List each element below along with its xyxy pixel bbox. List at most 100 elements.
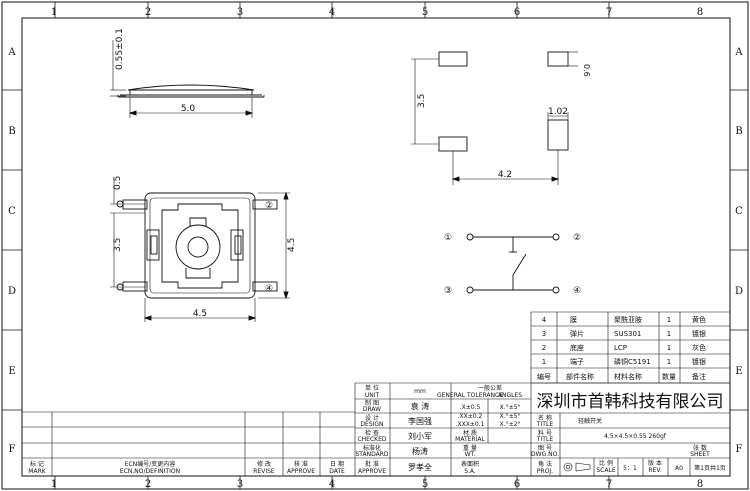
col-label: 4 (329, 7, 335, 18)
pin-4-label: ④ (573, 286, 581, 296)
revise-label-en: REVISE (253, 468, 275, 475)
col-label: 2 (145, 7, 151, 18)
approve-label: 批 准 (365, 460, 379, 468)
pin-1-label: ① (444, 233, 452, 243)
spec-label-en: TITLE (536, 436, 553, 443)
weight-label: 重 量 (463, 444, 477, 452)
approve-name: 罗孝全 (408, 462, 432, 472)
col-label: 6 (514, 479, 520, 490)
dim-side-height: 0.55±0.1 (115, 28, 125, 70)
table-row: 3 弹片 SUS301 1 镀银 (542, 329, 706, 338)
row-label: C (8, 206, 16, 217)
ecn-label-en: ECN.NO/DEFINITION (120, 468, 180, 475)
title-block-lines (22, 382, 730, 476)
dim-top-width: 4.5 (193, 309, 207, 319)
table-row: 2 底座 LCP 1 灰色 (542, 343, 706, 352)
check-label: 检 查 (365, 429, 379, 437)
ecn-label: ECN编号/变更内容 (125, 460, 176, 468)
svg-text:编号: 编号 (537, 372, 551, 381)
col-label: 3 (237, 7, 243, 18)
design-label: 设 计 (365, 414, 379, 422)
design-name: 李国强 (408, 416, 432, 426)
sheet-label-en: SHEET (690, 451, 710, 458)
std-label: 标准化 (363, 444, 381, 452)
dim-side-width: 5.0 (181, 104, 196, 114)
material-label-en: MATERIAL (455, 436, 485, 443)
dim-pad-width: 1.02 (548, 107, 568, 117)
row-label: E (735, 366, 742, 377)
row-label: F (736, 444, 743, 455)
spec-value: 4.5×4.5×0.55 260gf (604, 433, 667, 440)
svg-text:灰色: 灰色 (692, 343, 706, 352)
svg-text:材料名称: 材料名称 (614, 372, 642, 381)
svg-text:聚酰亚胺: 聚酰亚胺 (614, 315, 642, 324)
name-value: 轻触开关 (578, 417, 602, 425)
dim-top-offset: 0.5 (113, 176, 123, 190)
svg-text:4: 4 (542, 316, 547, 324)
dwg-label: 图 号 (538, 445, 552, 452)
dim-pad-span: 4.2 (498, 170, 512, 180)
col-label: 6 (514, 7, 520, 18)
col-label: 4 (329, 479, 335, 490)
col-label: 7 (606, 479, 612, 490)
angles-label: ANGLES (498, 392, 522, 399)
spec-label: 料 号 (538, 429, 552, 437)
weight-label-en: WT. (465, 451, 476, 458)
top-view (110, 180, 290, 322)
rev-value: A0 (675, 465, 683, 472)
row-label: A (734, 47, 743, 58)
name-label: 名 称 (538, 414, 552, 422)
scale-label-en: SCALE (596, 467, 615, 474)
row-label: A (7, 47, 16, 58)
check-label-en: CHECKED (357, 436, 386, 443)
dim-pad-small: 0.6 (582, 64, 591, 77)
pad-layout (411, 51, 578, 185)
surface-label: 表面积 (461, 460, 479, 468)
row-label: F (9, 444, 16, 455)
svg-text:镀银: 镀银 (692, 329, 706, 338)
angle-3: X.°±2° (500, 421, 521, 428)
svg-text:底座: 底座 (570, 343, 584, 352)
angle-2: X.°±5° (500, 413, 521, 420)
svg-text:膜: 膜 (570, 315, 577, 324)
std-label-en: STANDARD (355, 451, 388, 458)
col-label: 3 (237, 479, 243, 490)
col-label: 5 (422, 479, 428, 490)
proj-label: 角 法 (538, 460, 552, 468)
sheet-label: 张 数 (693, 444, 707, 452)
rev-label-en: REV. (648, 467, 661, 474)
svg-text:弹片: 弹片 (570, 329, 584, 338)
svg-text:2: 2 (542, 344, 546, 352)
title-block: 单 位 UNIT mm 一般公差 GENERAL TOLERANCE ANGLE… (28, 384, 726, 475)
svg-text:黄色: 黄色 (692, 315, 706, 324)
tolerance-1: .X±0.5 (460, 404, 481, 411)
dim-top-height: 4.5 (287, 238, 297, 252)
row-label: D (8, 286, 16, 297)
surface-label-en: S.A. (464, 468, 476, 475)
svg-text:LCP: LCP (614, 344, 627, 352)
date-label-en: DATE (329, 468, 345, 475)
svg-text:端子: 端子 (570, 357, 584, 366)
col-label: 1 (51, 479, 57, 490)
svg-text:1: 1 (667, 358, 671, 366)
pin-2-label: ② (573, 233, 581, 243)
std-name: 杨涛 (412, 446, 428, 456)
row-label: C (735, 206, 743, 217)
mark-label-en: MARK (28, 468, 46, 475)
draw-name: 袁 涛 (411, 401, 430, 411)
col-label: 8 (697, 479, 703, 490)
tolerance-sub: GENERAL TOLERANCE (437, 392, 503, 399)
dim-pad-pitch: 3.5 (417, 94, 427, 108)
col-label: 2 (145, 479, 151, 490)
row-label: B (8, 126, 15, 137)
row-label: E (8, 366, 15, 377)
rev-label: 版 本 (648, 459, 662, 467)
name-label-en: TITLE (536, 421, 553, 428)
unit-label-en: UNIT (365, 392, 380, 399)
side-view (110, 40, 265, 118)
col-label: 5 (422, 7, 428, 18)
col-label: 1 (51, 7, 57, 18)
